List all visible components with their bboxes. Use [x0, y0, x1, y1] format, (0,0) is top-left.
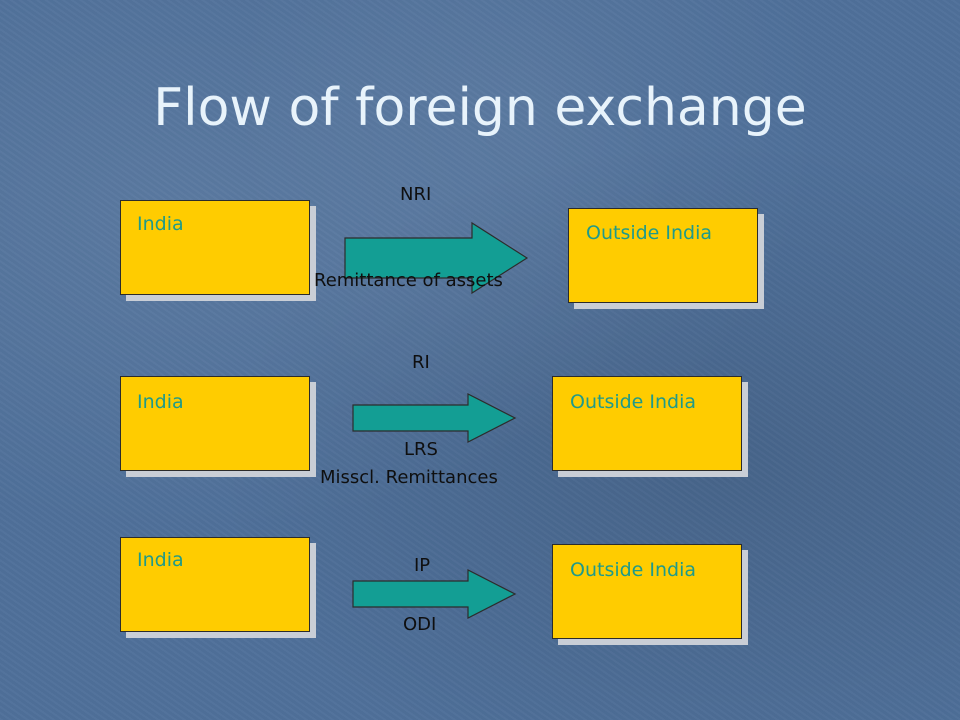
outside-india-label-3: Outside India: [570, 559, 697, 581]
flow-label-above-2: RI: [412, 352, 430, 373]
india-box-1: [120, 200, 310, 295]
flow-label-below-1: Remittance of assets: [314, 270, 503, 291]
outside-india-box-2: [552, 376, 742, 471]
flow-label-below-2: LRS: [404, 439, 438, 460]
india-box-3: [120, 537, 310, 632]
arrow-right-icon-1: [344, 221, 529, 295]
flow-label-below-2b: Misscl. Remittances: [320, 467, 498, 488]
india-label-2: India: [137, 391, 184, 413]
arrow-right-icon-3: [352, 569, 517, 619]
india-box-2: [120, 376, 310, 471]
flow-label-below-3: ODI: [403, 614, 437, 635]
india-label-1: India: [137, 213, 184, 235]
outside-india-label-2: Outside India: [570, 391, 697, 413]
flow-label-above-3: IP: [414, 555, 431, 576]
india-label-3: India: [137, 549, 184, 571]
flow-label-above-1: NRI: [400, 184, 432, 205]
outside-india-box-1: [568, 208, 758, 303]
outside-india-label-1: Outside India: [586, 222, 713, 244]
outside-india-box-3: [552, 544, 742, 639]
page-title: Flow of foreign exchange: [153, 78, 807, 138]
arrow-right-icon-2: [352, 393, 517, 443]
